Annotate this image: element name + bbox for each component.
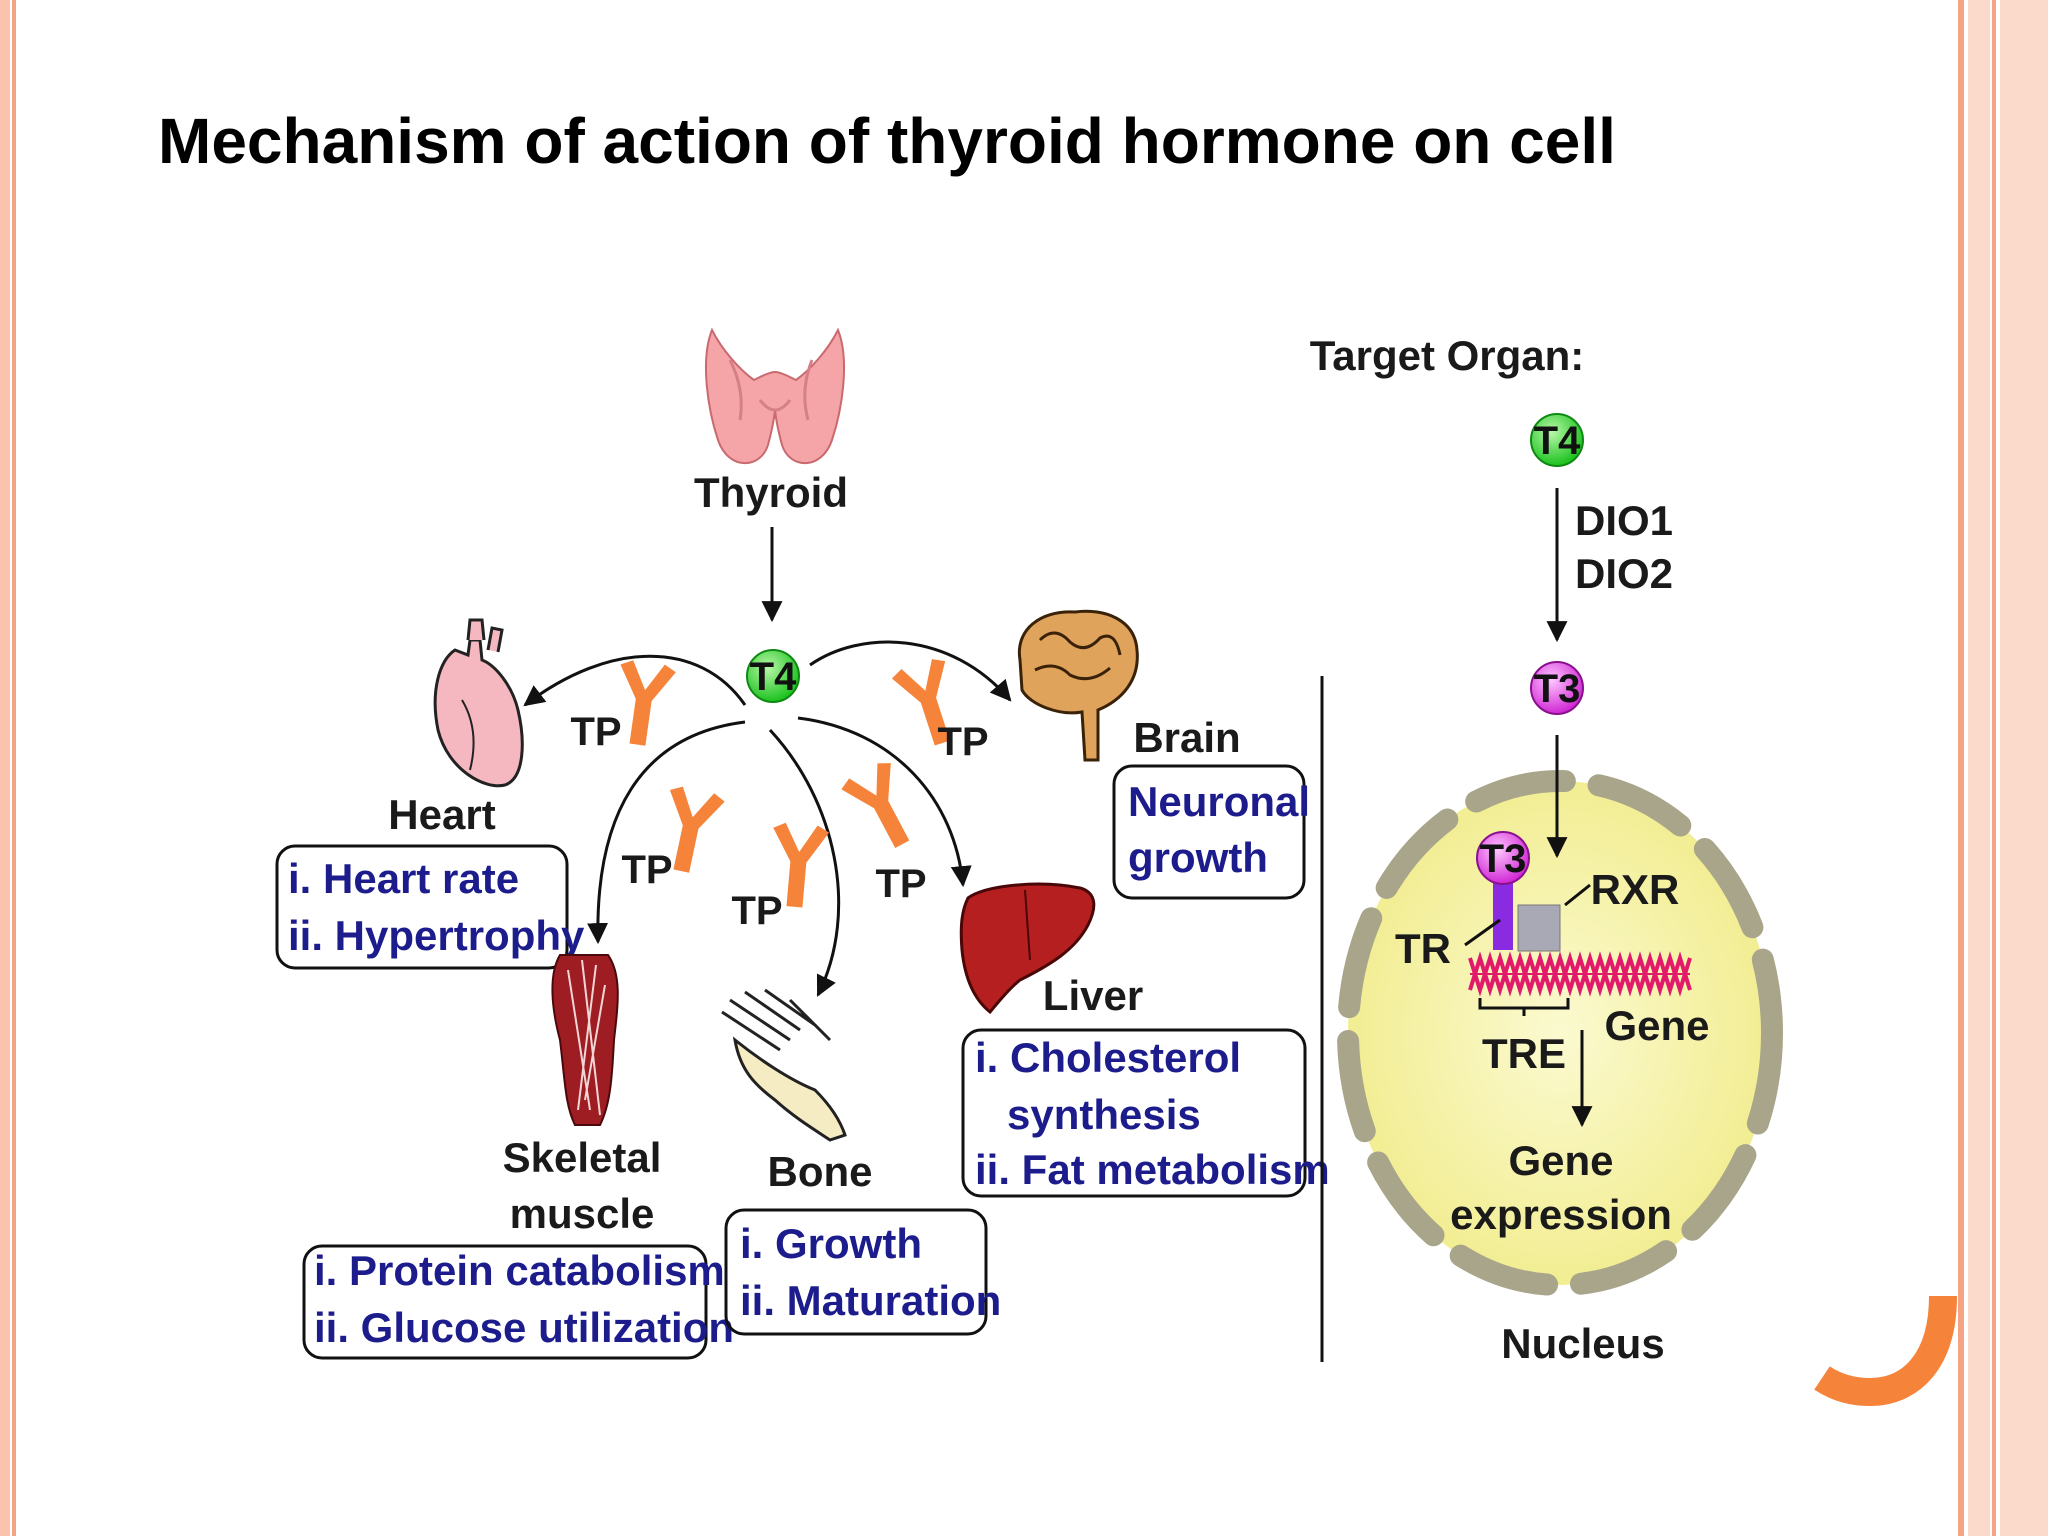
t3-bound-label: T3 [1480,837,1527,881]
rxr-pointer [1564,883,1591,907]
tp-receptor-icon [773,822,830,908]
arrow-to-heart [523,654,747,707]
skeletal-muscle-label-line: muscle [510,1190,655,1237]
bone-hand-icon [721,988,847,1142]
brain-icon [1017,609,1139,762]
brain-effect-line: growth [1128,834,1268,881]
border-stripe [1968,0,1990,1536]
arrow-to-bone [768,728,841,997]
dio1-label: DIO1 [1575,497,1673,544]
gene-label: Gene [1604,1002,1709,1049]
nuclear-membrane-pores [1337,770,1783,1296]
brain-label: Brain [1133,714,1240,761]
skeletal-muscle-icon [551,954,619,1126]
dio2-label: DIO2 [1575,550,1673,597]
t4-cell-node: T4 [1530,413,1584,467]
corner-swoosh-decoration [1814,1295,1957,1407]
heart-label: Heart [388,791,495,838]
liver-effects-box [961,1028,1307,1198]
arrow-to-skeletal-muscle [587,720,746,945]
tp-label-bone: TP [731,889,782,933]
skeletal-muscle-effects-box [302,1244,708,1360]
border-stripe [2000,0,2048,1536]
gene-expression-label-line: expression [1450,1191,1672,1238]
border-stripe [1992,0,1996,1536]
nucleus-label: Nucleus [1501,1320,1664,1367]
target-organ-heading: Target Organ: [1310,332,1585,379]
dna-strand-icon [1468,951,1692,997]
skeletal-muscle-effect-line: i. Protein catabolism [314,1247,725,1294]
brain-effects-box [1112,764,1306,900]
heart-effect-line: i. Heart rate [288,855,519,902]
t4-hormone-node: T4 [746,649,800,703]
tp-receptors [620,659,950,908]
thyroid-label: Thyroid [694,469,848,516]
nucleus [1337,770,1783,1296]
bone-effect-line: ii. Maturation [740,1277,1001,1324]
tp-label-liver: TP [875,862,926,906]
t3-tr-complex: T3 [1476,831,1561,952]
border-stripe [1958,0,1964,1536]
liver-effect-line: synthesis [1007,1091,1201,1138]
tp-receptor-icon [891,659,950,746]
t3-cell-node: T3 [1530,661,1584,715]
bone-effects-box [724,1208,988,1336]
border-stripe [0,0,10,1536]
arrow-to-liver [797,716,972,888]
t4-label: T4 [750,655,797,699]
liver-icon [959,882,1096,1015]
tr-label: TR [1395,925,1451,972]
liver-effect-line: ii. Fat metabolism [975,1146,1330,1193]
tp-label-brain: TP [937,720,988,764]
rxr-label: RXR [1591,866,1680,913]
skeletal-muscle-effect-line: ii. Glucose utilization [314,1304,734,1351]
thyroid-gland-icon [704,327,846,465]
bone-effect-line: i. Growth [740,1220,922,1267]
rxr-block [1517,904,1561,952]
bone-label: Bone [768,1148,873,1195]
slide-border-right [1958,0,2048,1536]
border-stripe [12,0,16,1536]
tr-pointer [1464,918,1501,947]
tp-label-muscle: TP [621,848,672,892]
t3-cell-label: T3 [1534,667,1581,711]
arrow-to-brain [809,640,1012,702]
heart-effects-box [275,844,569,970]
liver-effect-line: i. Cholesterol [975,1034,1241,1081]
t4-cell-label: T4 [1534,419,1581,463]
slide-title: Mechanism of action of thyroid hormone o… [158,105,1616,177]
brain-effect-line: Neuronal [1128,778,1310,825]
heart-effect-line: ii. Hypertrophy [288,912,585,959]
slide-border-left [0,0,24,1536]
tre-label: TRE [1482,1030,1566,1077]
gene-expression-label-line: Gene [1508,1137,1613,1184]
tre-bracket [1478,998,1570,1016]
heart-icon [433,618,524,788]
liver-label: Liver [1043,972,1143,1019]
skeletal-muscle-label-line: Skeletal [503,1134,662,1181]
tp-receptor-icon [620,660,676,746]
tp-receptor-icon [841,763,910,848]
tp-label-heart: TP [570,710,621,754]
tp-receptor-icon [669,786,725,873]
